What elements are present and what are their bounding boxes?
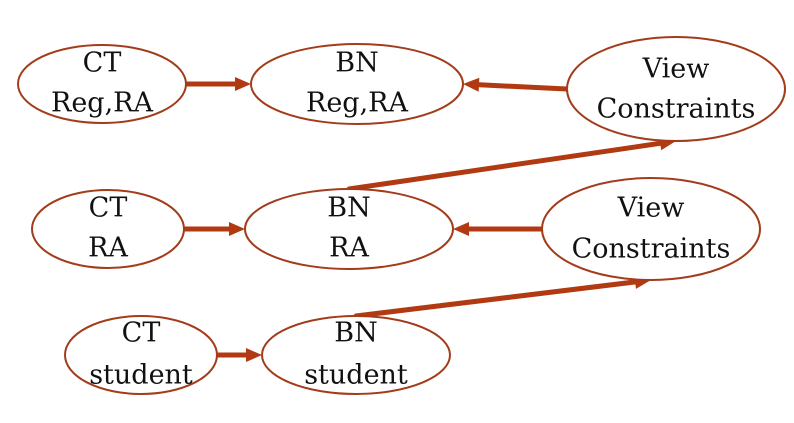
edge-ct-ra-to-bn-ra (181, 222, 245, 236)
edge-view-constraints-1-to-bn-regra (463, 77, 570, 92)
node-label-line-2: Constraints (572, 234, 731, 265)
node-label-line-1: CT (83, 48, 122, 79)
node-view-constraints-2: View Constraints (541, 177, 761, 281)
arrowhead (229, 222, 245, 236)
node-label-line-1: CT (122, 318, 161, 349)
node-ellipse (244, 188, 454, 270)
arrowhead (235, 77, 251, 91)
edge-line (353, 279, 640, 319)
node-ellipse (566, 36, 786, 142)
node-view-constraints-1: View Constraints (566, 36, 786, 142)
edge-ct-regra-to-bn-regra (183, 77, 251, 91)
node-label-line-2: RA (88, 233, 128, 264)
node-ellipse (64, 315, 218, 395)
node-ct-student: CT student (64, 315, 218, 395)
node-bn-student: BN student (261, 315, 451, 395)
node-label-line-1: View (642, 54, 710, 85)
node-label-line-2: Constraints (597, 94, 756, 125)
edge-bn-student-to-view-constraints-2 (353, 274, 651, 319)
node-label-line-2: Reg,RA (306, 88, 409, 119)
nodes-layer: CT Reg,RA BN Reg,RA View Constraints CT … (17, 36, 786, 395)
arrowhead (453, 222, 469, 236)
node-label-line-2: RA (329, 233, 369, 264)
edge-line (474, 82, 570, 92)
edge-ct-student-to-bn-student (214, 348, 262, 362)
node-ellipse (541, 177, 761, 281)
node-label-line-2: Reg,RA (51, 88, 154, 119)
node-ct-ra: CT RA (31, 189, 185, 269)
arrowhead (246, 348, 262, 362)
node-label-line-2: student (89, 360, 193, 391)
node-ellipse (17, 44, 187, 124)
node-ellipse (261, 315, 451, 395)
node-bn-ra: BN RA (244, 188, 454, 270)
edges-layer (181, 77, 676, 362)
edge-view-constraints-2-to-bn-ra (453, 222, 545, 236)
edge-line (346, 140, 665, 192)
node-label-line-1: View (617, 193, 685, 224)
node-ellipse (31, 189, 185, 269)
node-ellipse (250, 43, 464, 125)
node-label-line-1: BN (334, 318, 377, 349)
node-ct-regra: CT Reg,RA (17, 44, 187, 124)
node-label-line-1: CT (89, 193, 128, 224)
node-label-line-1: BN (335, 48, 378, 79)
arrowhead (463, 77, 480, 92)
node-label-line-2: student (304, 360, 408, 391)
node-bn-regra: BN Reg,RA (250, 43, 464, 125)
node-label-line-1: BN (327, 193, 370, 224)
